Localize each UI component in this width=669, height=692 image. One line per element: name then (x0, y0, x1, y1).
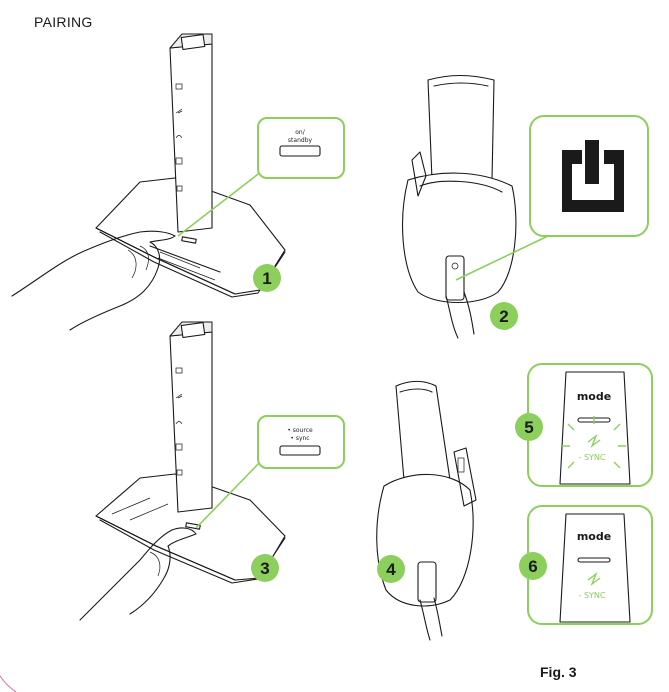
hand-icon (11, 230, 176, 331)
step-5-badge (515, 413, 543, 441)
step-6-mode-label: mode (577, 530, 611, 543)
step-1-callout-line1: on/ (295, 129, 305, 136)
step-2-illustration: 2 (401, 75, 649, 339)
step-2-badge (490, 302, 518, 330)
step-1-illustration: on/ standby 1 (11, 33, 345, 331)
step-3-badge (251, 554, 279, 582)
step-3-illustration: • source • sync 3 (79, 321, 345, 621)
step-3-callout-line1: • source (287, 427, 313, 434)
step-5-mode-label: mode (577, 390, 611, 403)
step-4-number: 4 (386, 560, 396, 579)
step-6-sync-label: - SYNC (579, 591, 606, 600)
step-6-illustration: mode - SYNC 6 (519, 505, 653, 625)
step-3-callout-line2: • sync (290, 435, 309, 442)
step-4-illustration: 4 (376, 380, 477, 641)
sync-icon (562, 416, 626, 469)
corner-mark (0, 675, 17, 692)
step-5-sync-label: - SYNC (579, 453, 606, 462)
step-3-number: 3 (260, 559, 269, 578)
step-1-badge (253, 264, 281, 292)
power-icon (562, 140, 624, 212)
step-5-number: 5 (524, 418, 533, 437)
step-5-illustration: mode - SYNC 5 (515, 363, 653, 487)
step-6-badge (519, 552, 547, 580)
figure-label: Fig. 3 (540, 664, 577, 680)
page-title: PAIRING (34, 14, 93, 30)
step-1-callout-line2: standby (288, 137, 313, 144)
step-1-number: 1 (262, 269, 271, 288)
step-6-number: 6 (528, 557, 537, 576)
sync-icon (587, 571, 601, 587)
step-4-badge (377, 555, 405, 583)
step-2-number: 2 (499, 307, 508, 326)
